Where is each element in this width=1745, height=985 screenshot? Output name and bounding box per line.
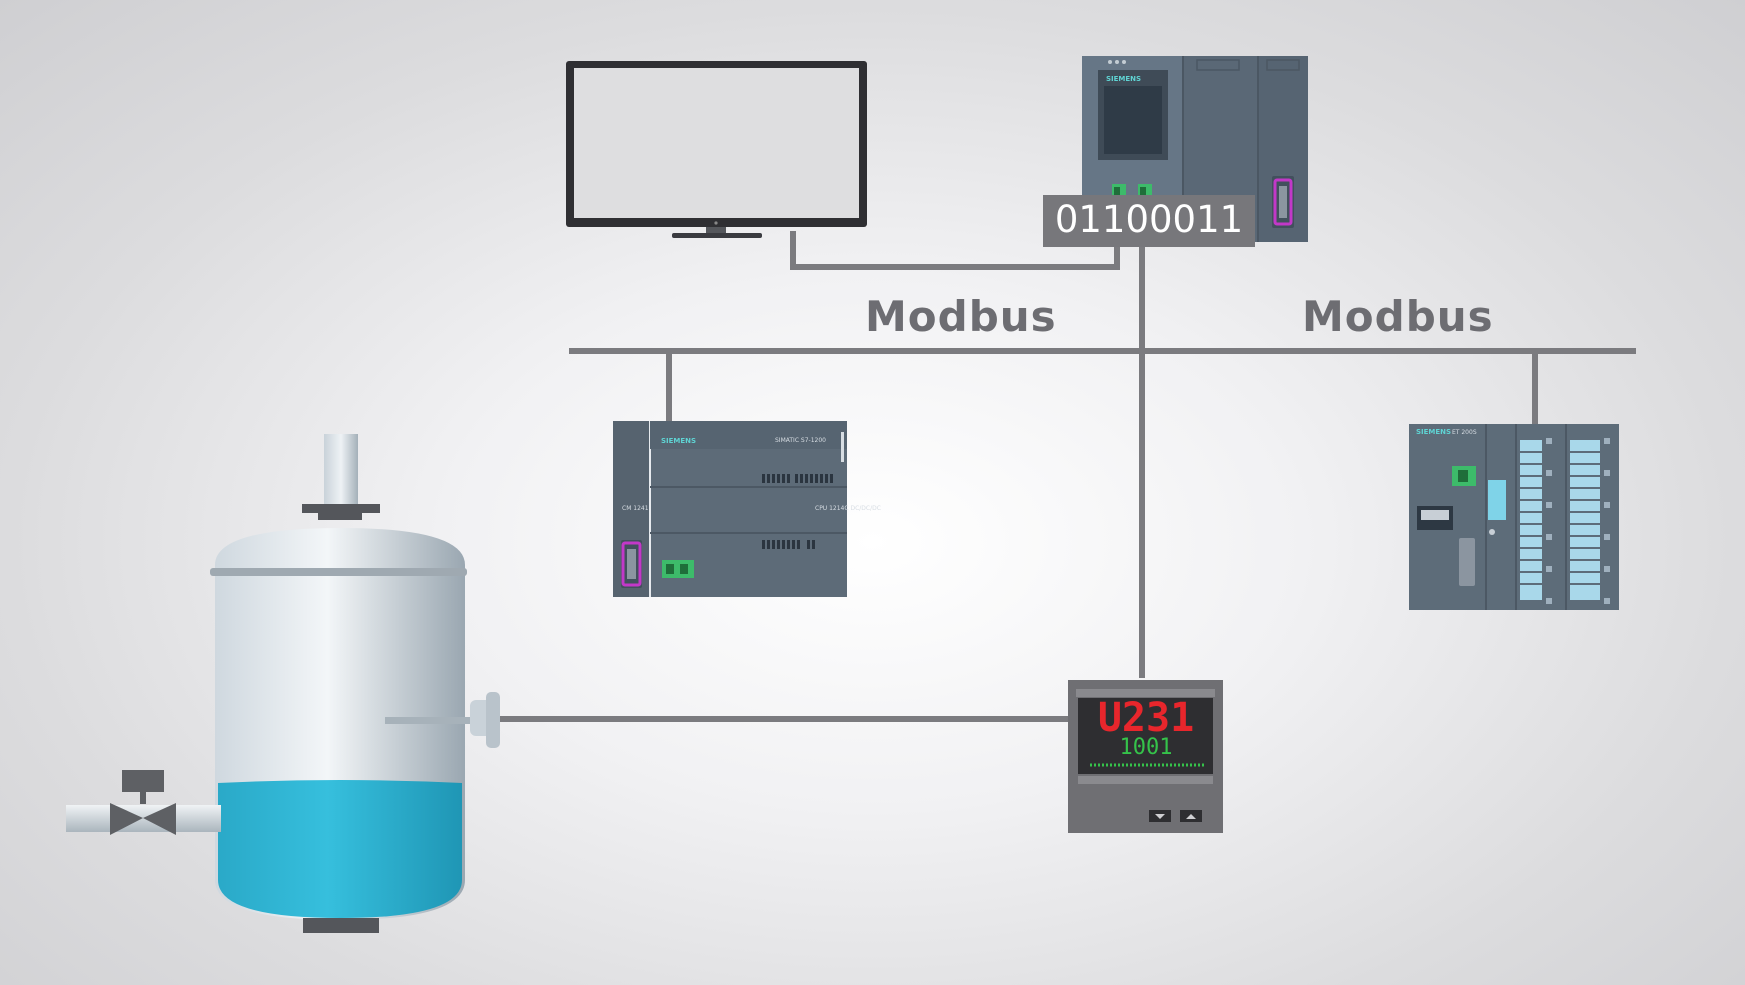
chevron-down-icon [1155, 814, 1165, 819]
et200s-io: SIEMENS ET 200S [1409, 424, 1619, 610]
s7-1200-module: CM 1241 [622, 505, 649, 512]
modbus-label-left: Modbus [865, 292, 1057, 341]
valve-icon [110, 803, 143, 835]
s7-1200-cpu: CPU 1214C DC/DC/DC [815, 505, 881, 512]
water-level [218, 780, 462, 918]
plc-s7-1200: SIEMENS SIMATIC S7-1200 CM 1241 CPU 1214… [613, 421, 881, 597]
hmi-monitor [566, 61, 867, 238]
main-plc-brand: SIEMENS [1106, 75, 1141, 83]
modbus-label-right: Modbus [1302, 292, 1494, 341]
monitor-to-plc-cable [790, 231, 1120, 270]
et200s-model: ET 200S [1452, 429, 1477, 436]
et200s-brand: SIEMENS [1416, 428, 1451, 436]
s7-1200-brand: SIEMENS [661, 437, 696, 445]
s7-1200-model: SIMATIC S7-1200 [775, 437, 826, 444]
binary-message: 01100011 [1055, 198, 1243, 241]
network-cables [500, 231, 1636, 722]
chevron-up-icon [1186, 814, 1196, 819]
binary-message-box: 01100011 [1043, 195, 1255, 247]
water-tank [66, 434, 500, 933]
controller-display-main: U231 [1098, 695, 1194, 741]
controller-display-secondary: 1001 [1120, 735, 1173, 760]
process-controller: U231 1001 [1068, 680, 1223, 833]
